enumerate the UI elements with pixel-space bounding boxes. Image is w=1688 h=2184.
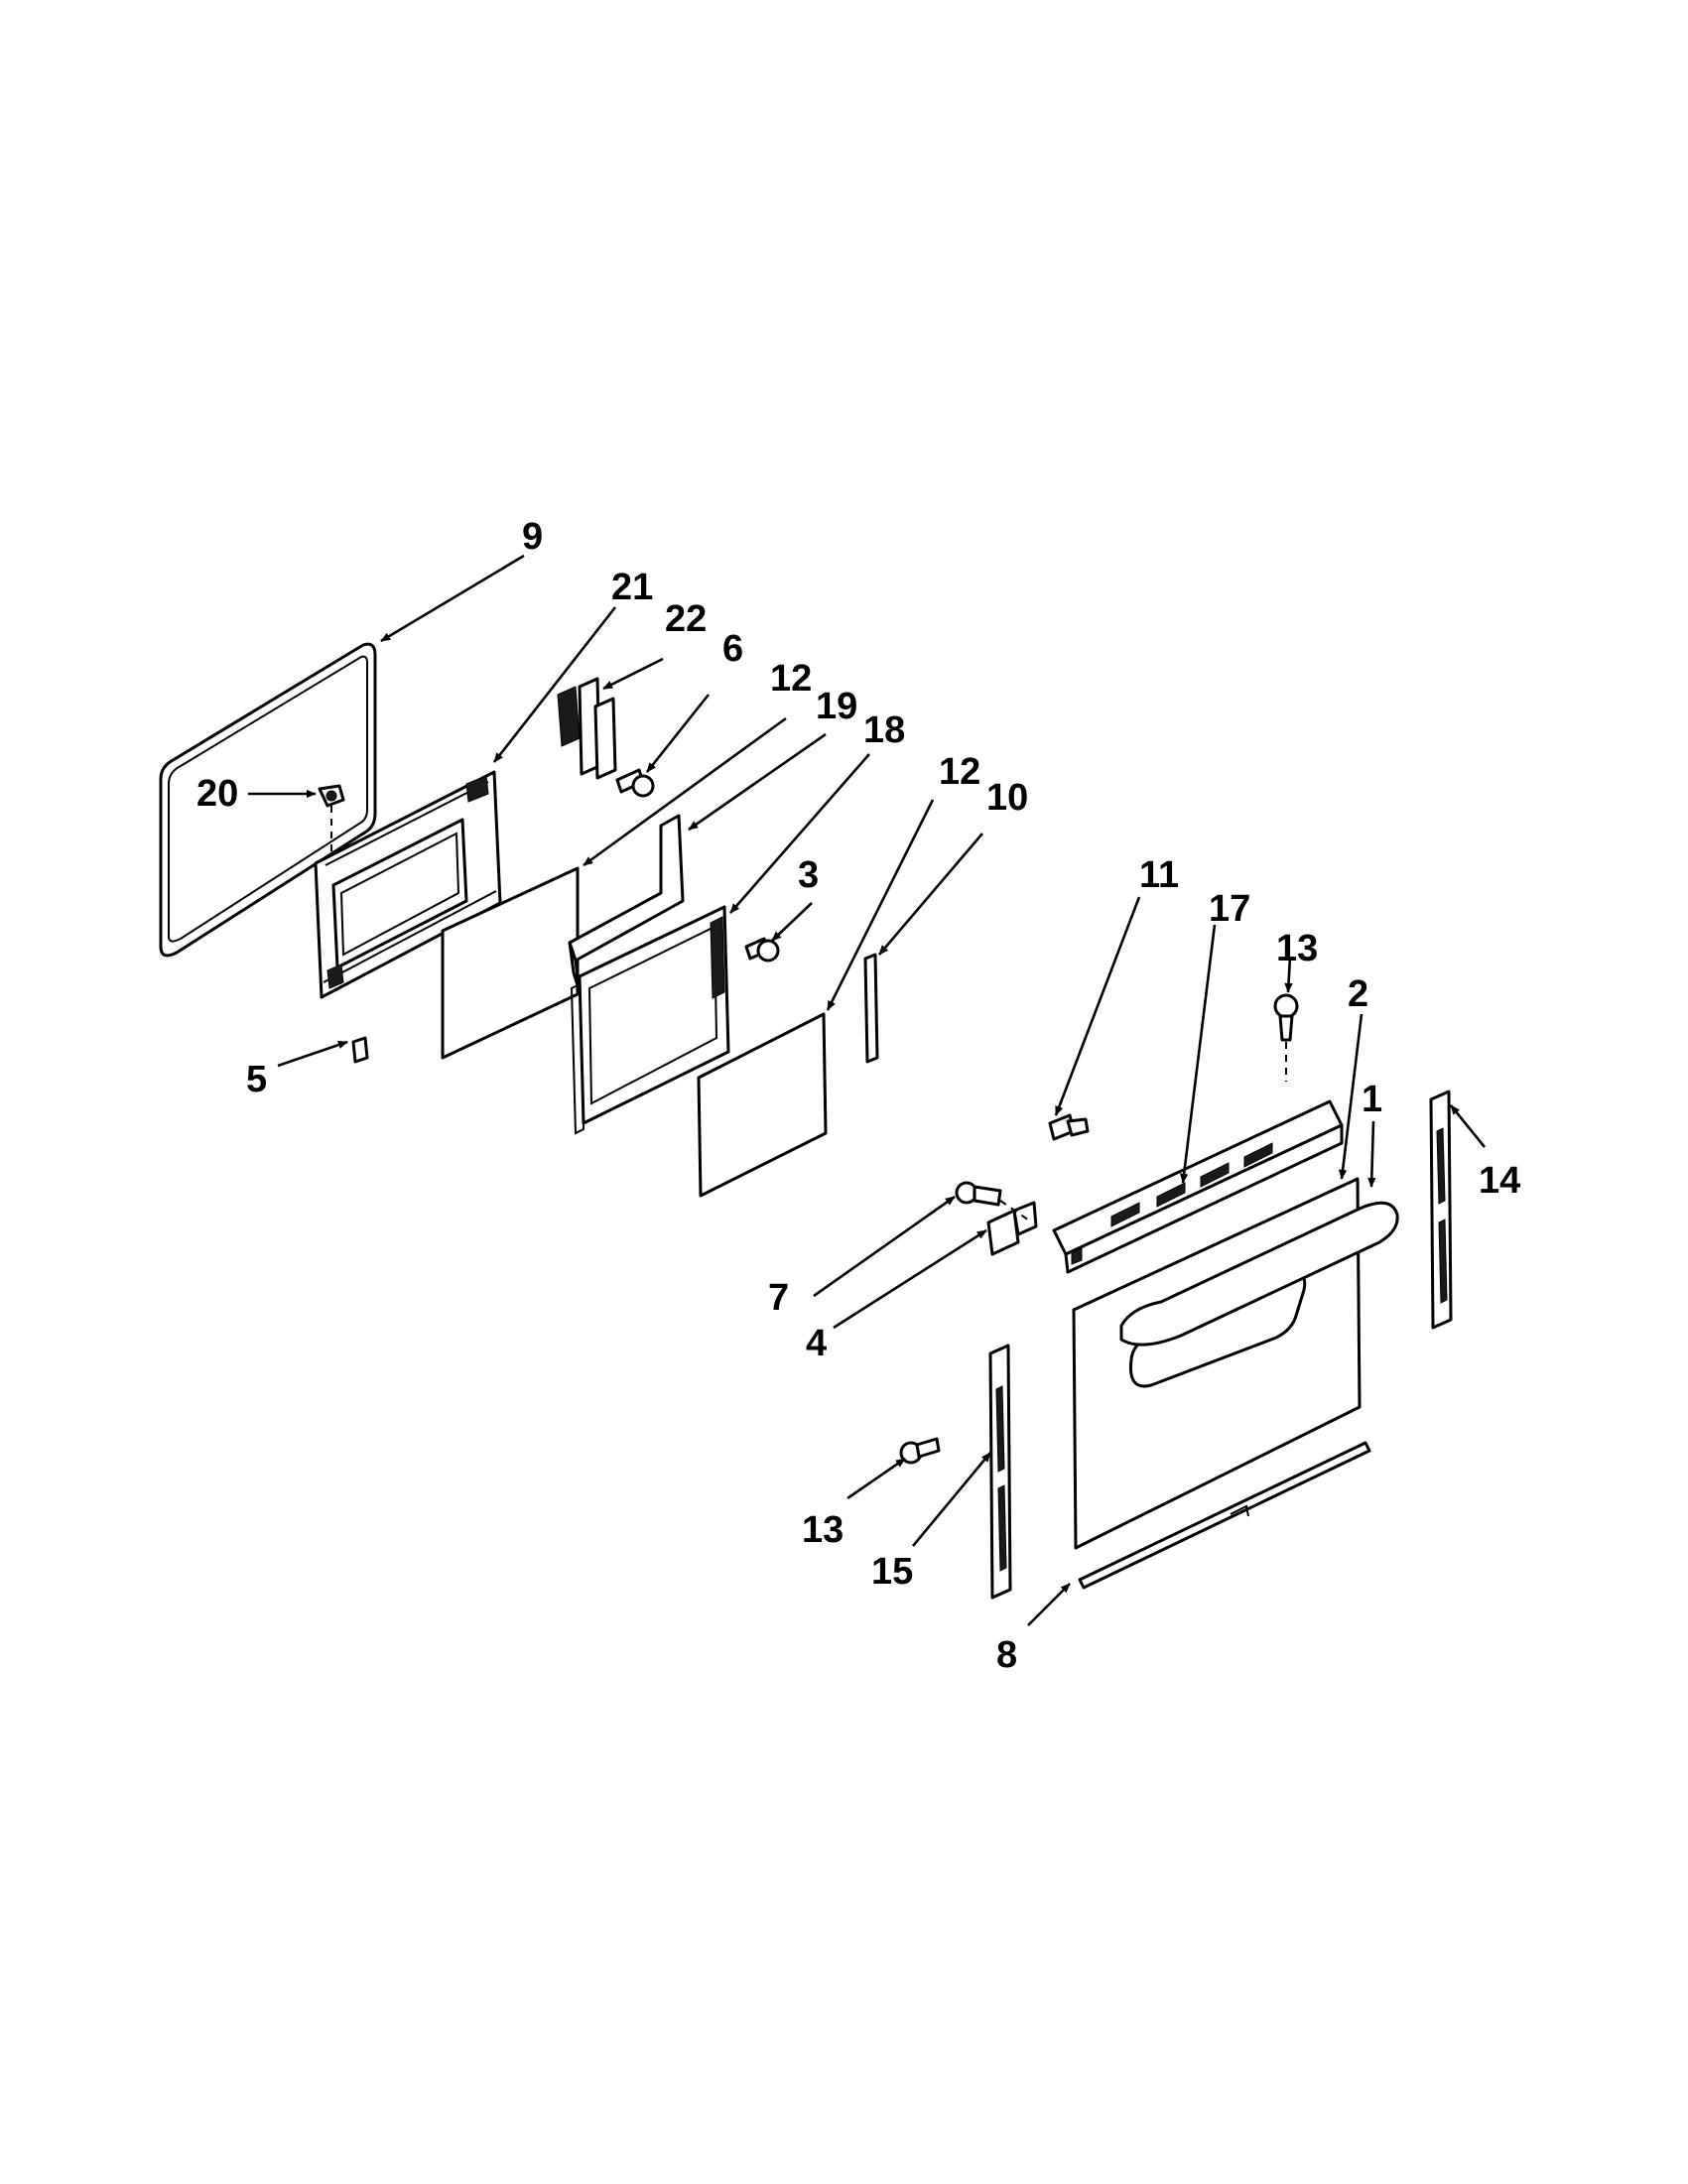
callout-12-lower: 12 [939,751,980,793]
part-3-screw [744,937,780,963]
part-8-bottom-trim [1078,1441,1371,1590]
part-13-screw-lower [899,1437,941,1465]
part-1-door-handle [1119,1201,1399,1347]
callout-6: 6 [722,628,743,670]
part-12-glass-pane-upper [441,866,580,1060]
callout-2: 2 [1348,973,1368,1015]
callout-13-upper: 13 [1276,928,1318,969]
part-4-bracket [986,1201,1038,1256]
callout-18: 18 [863,709,905,751]
part-17-vent-trim [1052,1099,1344,1274]
callout-17: 17 [1209,888,1250,930]
part-22-hinge [557,677,617,780]
part-12-glass-pane-lower [697,1012,828,1198]
part-6-screw [615,768,655,798]
part-18-glass-pack-frame [570,905,730,1135]
callout-8: 8 [996,1634,1017,1676]
part-9-door-gasket [159,642,377,958]
part-7-screw [955,1181,1033,1223]
callout-20: 20 [196,773,238,815]
callout-10: 10 [986,777,1028,819]
part-5-spacer [351,1036,369,1064]
callout-19: 19 [816,686,857,727]
callout-15: 15 [871,1551,913,1593]
part-19-insulation-baffle [568,814,685,994]
callout-22: 22 [665,598,707,640]
part-15-left-side-trim [988,1344,1012,1600]
callout-1: 1 [1362,1079,1382,1120]
part-21-inner-door-liner [314,770,502,999]
part-11-screw [1048,1113,1090,1141]
callout-11: 11 [1139,854,1179,896]
callout-9: 9 [522,516,543,558]
part-10-strip [863,953,879,1064]
part-14-right-side-trim [1429,1090,1453,1330]
callout-5: 5 [246,1059,267,1100]
callout-7: 7 [768,1277,789,1319]
callout-13-lower: 13 [802,1509,844,1551]
callout-4: 4 [806,1323,827,1364]
callout-12-upper: 12 [770,658,812,700]
callout-3: 3 [798,854,819,896]
part-13-screw-upper [1273,993,1299,1082]
leader-lines [248,554,1487,1626]
callout-labels: 9 21 22 6 12 19 18 12 10 3 20 5 11 17 13… [196,516,1520,1676]
part-20-clip [318,784,345,863]
callout-21: 21 [611,567,653,608]
callout-14: 14 [1479,1160,1520,1202]
